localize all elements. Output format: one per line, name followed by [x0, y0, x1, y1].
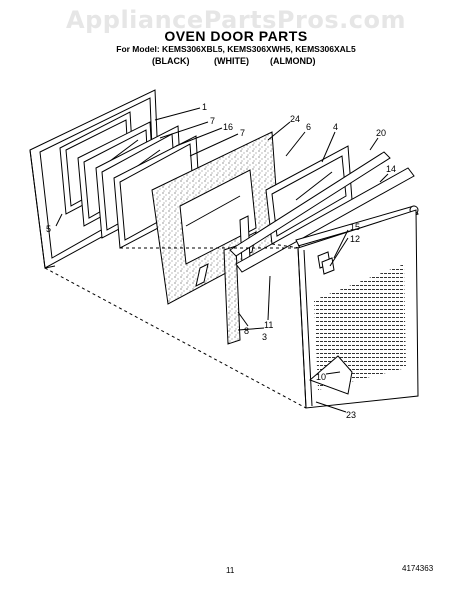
assembly-guide-lines: [44, 243, 307, 409]
watermark: AppliancePartsPros.com: [66, 6, 406, 34]
callout-8: 8: [244, 326, 249, 336]
page-number: 11: [226, 566, 235, 575]
callout-23: 23: [346, 410, 356, 420]
callout-3: 3: [262, 332, 267, 342]
callout-7-upper: 7: [210, 116, 215, 126]
color-black: (BLACK): [152, 56, 190, 66]
model-numbers: For Model: KEMS306XBL5, KEMS306XWH5, KEM…: [116, 44, 356, 54]
color-almond: (ALMOND): [270, 56, 316, 66]
callout-12: 12: [350, 234, 360, 244]
callout-11: 11: [264, 320, 273, 330]
callout-16: 16: [223, 122, 233, 132]
callout-1: 1: [202, 102, 207, 112]
callout-14: 14: [386, 164, 396, 174]
callout-10: 10: [316, 372, 326, 382]
color-white: (WHITE): [214, 56, 249, 66]
top-trim-strip: [229, 151, 415, 273]
callout-7-lower: 7: [240, 128, 245, 138]
hinge-clip: [317, 251, 335, 275]
part-callouts: 1 7 16 7 24 6 4 20 14 5 8 15 12 11 3 10 …: [46, 102, 396, 420]
callout-4: 4: [333, 122, 338, 132]
document-number: 4174363: [402, 564, 434, 573]
leader-lines: [55, 107, 389, 413]
diagram-title: OVEN DOOR PARTS: [164, 28, 308, 44]
callout-24: 24: [290, 114, 300, 124]
callout-6: 6: [306, 122, 311, 132]
callout-15: 15: [350, 222, 360, 232]
side-spacer-strip: [223, 245, 241, 345]
callout-5: 5: [46, 224, 51, 234]
callout-20: 20: [376, 128, 386, 138]
